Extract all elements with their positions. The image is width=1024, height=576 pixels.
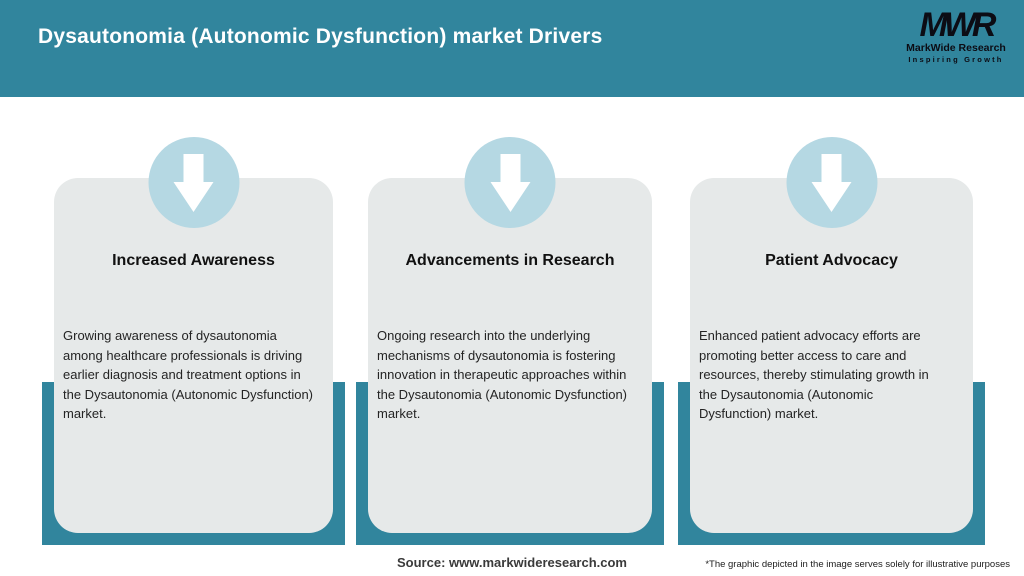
logo-mwr-monogram: MWR [919, 6, 997, 44]
down-arrow-icon [464, 137, 556, 228]
card-body: Patient Advocacy Enhanced patient advoca… [690, 178, 973, 533]
markwide-research-logo: MWR MarkWide Research Inspiring Growth [900, 8, 1012, 64]
down-arrow-icon [786, 137, 877, 228]
card-description: Enhanced patient advocacy efforts are pr… [699, 328, 929, 421]
source-text: Source: www.markwideresearch.com [396, 555, 628, 570]
driver-card-increased-awareness: Increased Awareness Growing awareness of… [42, 137, 345, 546]
card-description: Growing awareness of dysautonomia among … [63, 328, 314, 421]
card-body: Increased Awareness Growing awareness of… [54, 178, 333, 533]
card-title: Patient Advocacy [765, 252, 898, 269]
driver-card-patient-advocacy: Patient Advocacy Enhanced patient advoca… [678, 137, 985, 546]
card-description: Ongoing research into the underlying mec… [377, 328, 628, 421]
disclaimer-text: *The graphic depicted in the image serve… [705, 559, 1010, 570]
driver-card-advancements-in-research: Advancements in Research Ongoing researc… [356, 137, 664, 546]
logo-company-name: MarkWide Research [906, 41, 1006, 54]
down-arrow-icon [148, 137, 239, 228]
card-title: Increased Awareness [112, 252, 275, 269]
card-title: Advancements in Research [405, 252, 615, 269]
page-title: Dysautonomia (Autonomic Dysfunction) mar… [38, 25, 603, 48]
card-body: Advancements in Research Ongoing researc… [368, 178, 652, 533]
header-bar: Dysautonomia (Autonomic Dysfunction) mar… [0, 0, 1024, 97]
logo-tagline: Inspiring Growth [908, 54, 1004, 64]
